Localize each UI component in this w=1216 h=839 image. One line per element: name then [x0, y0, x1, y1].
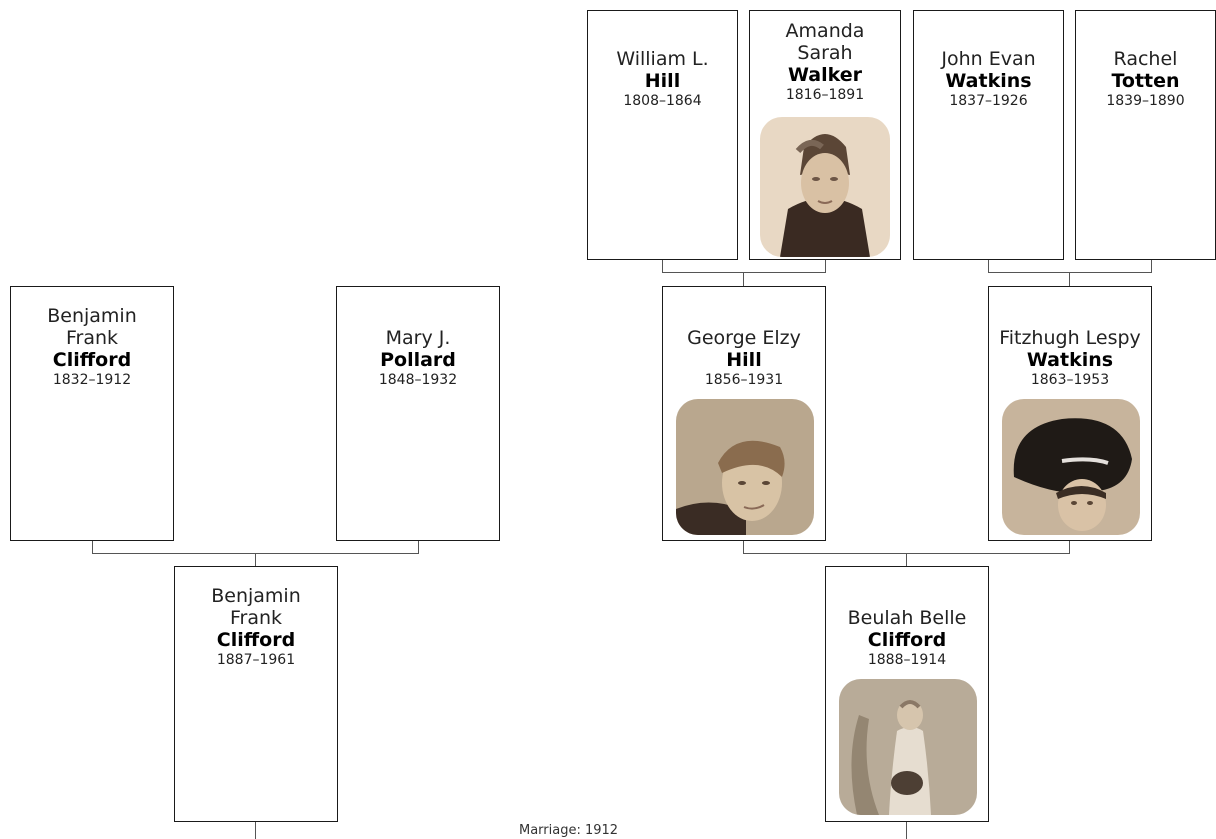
life-years: 1839–1890 — [1106, 93, 1185, 109]
connector-line — [1069, 541, 1070, 553]
surname: Totten — [1111, 70, 1180, 92]
connector-line — [743, 272, 744, 286]
portrait-photo — [839, 679, 977, 815]
life-years: 1808–1864 — [623, 93, 702, 109]
given-name: Benjamin Frank — [47, 305, 137, 349]
given-name: Rachel — [1113, 48, 1178, 70]
connector-line — [906, 553, 907, 566]
connector-line — [906, 822, 907, 839]
person-card-rachel-totten[interactable]: Rachel Totten 1839–1890 — [1075, 10, 1216, 260]
person-card-benjamin-clifford-jr[interactable]: Benjamin Frank Clifford 1887–1961 — [174, 566, 338, 822]
connector-line — [418, 541, 419, 553]
surname: Watkins — [945, 70, 1032, 92]
life-years: 1887–1961 — [216, 652, 296, 668]
surname: Clifford — [52, 349, 132, 371]
connector-line — [743, 541, 744, 553]
connector-line — [255, 553, 256, 566]
connector-line — [92, 541, 93, 553]
connector-line — [825, 260, 826, 272]
connector-line — [1151, 260, 1152, 272]
person-card-john-watkins[interactable]: John Evan Watkins 1837–1926 — [913, 10, 1064, 260]
life-years: 1888–1914 — [867, 652, 947, 668]
given-name: John Evan — [941, 48, 1036, 70]
portrait-photo — [760, 117, 890, 257]
life-years: 1832–1912 — [52, 372, 132, 388]
surname: Walker — [788, 64, 862, 86]
person-card-benjamin-clifford-sr[interactable]: Benjamin Frank Clifford 1832–1912 — [10, 286, 174, 541]
connector-line — [255, 822, 256, 839]
person-card-amanda-walker[interactable]: Amanda Sarah Walker 1816–1891 — [749, 10, 901, 260]
portrait-photo — [1002, 399, 1140, 535]
surname: Clifford — [216, 629, 296, 651]
person-card-mary-pollard[interactable]: Mary J. Pollard 1848–1932 — [336, 286, 500, 541]
life-years: 1816–1891 — [785, 87, 865, 103]
connector-line — [662, 260, 663, 272]
connector-line — [988, 272, 1152, 273]
life-years: 1856–1931 — [704, 372, 784, 388]
given-name: William L. — [616, 48, 709, 70]
surname: Hill — [726, 349, 762, 371]
life-years: 1848–1932 — [378, 372, 458, 388]
life-years: 1837–1926 — [949, 93, 1028, 109]
connector-line — [1069, 272, 1070, 286]
surname: Watkins — [1026, 349, 1114, 371]
portrait-photo — [676, 399, 814, 535]
given-name: Beulah Belle — [847, 607, 967, 629]
person-card-george-hill[interactable]: George Elzy Hill 1856–1931 — [662, 286, 826, 541]
connector-line — [988, 260, 989, 272]
surname: Pollard — [380, 349, 456, 371]
given-name: Fitzhugh Lespy — [999, 327, 1141, 349]
life-years: 1863–1953 — [1030, 372, 1110, 388]
connector-line — [662, 272, 826, 273]
person-card-fitzhugh-watkins[interactable]: Fitzhugh Lespy Watkins 1863–1953 — [988, 286, 1152, 541]
given-name: Mary J. — [385, 327, 451, 349]
person-card-beulah-clifford[interactable]: Beulah Belle Clifford 1888–1914 — [825, 566, 989, 822]
given-name: Amanda Sarah — [785, 20, 865, 64]
surname: Hill — [644, 70, 681, 92]
surname: Clifford — [867, 629, 947, 651]
given-name: Benjamin Frank — [211, 585, 301, 629]
given-name: George Elzy — [687, 327, 801, 349]
marriage-label: Marriage: 1912 — [519, 823, 619, 838]
person-card-william-hill[interactable]: William L. Hill 1808–1864 — [587, 10, 738, 260]
